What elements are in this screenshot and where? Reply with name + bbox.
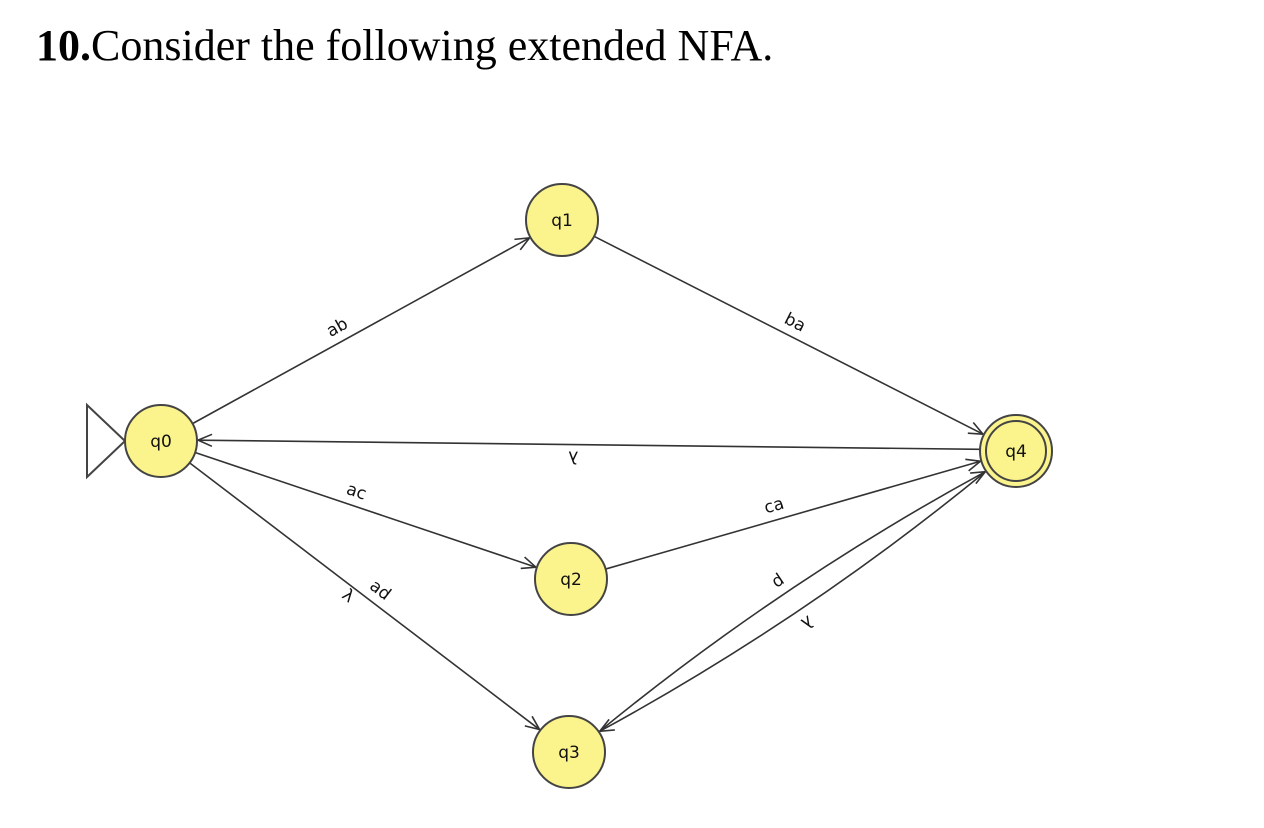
edge-q4-q3 (599, 470, 987, 733)
edge-label-q2-q4-0: ca (762, 494, 787, 519)
problem-number: 10. (36, 21, 91, 70)
state-label-q1: q1 (551, 211, 573, 231)
state-q1: q1 (525, 183, 599, 257)
initial-state-marker (86, 402, 127, 480)
arrowhead-q4-q0 (195, 433, 213, 448)
state-label-q2: q2 (560, 570, 582, 590)
edge-label-q1-q4-0: ba (781, 309, 809, 336)
state-q2: q2 (534, 542, 608, 616)
edge-q0-q2 (194, 451, 537, 568)
edge-label-q4-q3-0: λ (797, 611, 817, 633)
state-q3: q3 (532, 715, 606, 789)
state-circle-q4 (979, 414, 1053, 488)
state-circle-q2 (534, 542, 608, 616)
edge-label-q4-q0-0: λ (568, 446, 578, 466)
edge-q4-q0 (197, 439, 981, 451)
state-circle-q1 (525, 183, 599, 257)
edge-label-q0-q2-0: ac (344, 479, 369, 504)
state-q0: q0 (124, 404, 198, 478)
arrowhead-q0-q3 (524, 715, 542, 731)
state-label-q0: q0 (150, 432, 172, 452)
problem-heading: 10.Consider the following extended NFA. (36, 20, 773, 73)
state-circle-q0 (124, 404, 198, 478)
state-circle-q3 (532, 715, 606, 789)
transition-q3-q4 (598, 470, 988, 733)
transition-q4-q3 (597, 470, 987, 733)
state-label-q4: q4 (1005, 442, 1027, 462)
state-q4: q4 (979, 414, 1053, 488)
edge-q1-q4 (593, 235, 984, 435)
transition-q1-q4 (593, 235, 985, 436)
edge-q0-q1 (192, 237, 530, 425)
edge-label-q0-q3-1: λ (338, 585, 358, 607)
transition-q0-q2 (194, 451, 538, 570)
edge-q2-q4 (605, 460, 981, 570)
transition-q0-q3 (189, 462, 542, 731)
edge-q3-q4 (598, 470, 986, 733)
state-label-q3: q3 (558, 743, 580, 763)
transition-q0-q1 (192, 236, 532, 425)
edges-layer (189, 235, 988, 733)
arrowhead-q4-q3 (597, 718, 615, 733)
final-state-ring-q4 (985, 420, 1047, 482)
problem-text: Consider the following extended NFA. (91, 21, 774, 70)
arrowhead-q0-q1 (514, 236, 532, 251)
transition-q2-q4 (605, 458, 983, 570)
edge-label-q3-q4-0: d (768, 570, 788, 593)
edge-q0-q3 (189, 462, 541, 731)
states-layer: q0 q1 q2 q3 q4 (86, 183, 1053, 789)
transition-q4-q0 (195, 433, 981, 451)
